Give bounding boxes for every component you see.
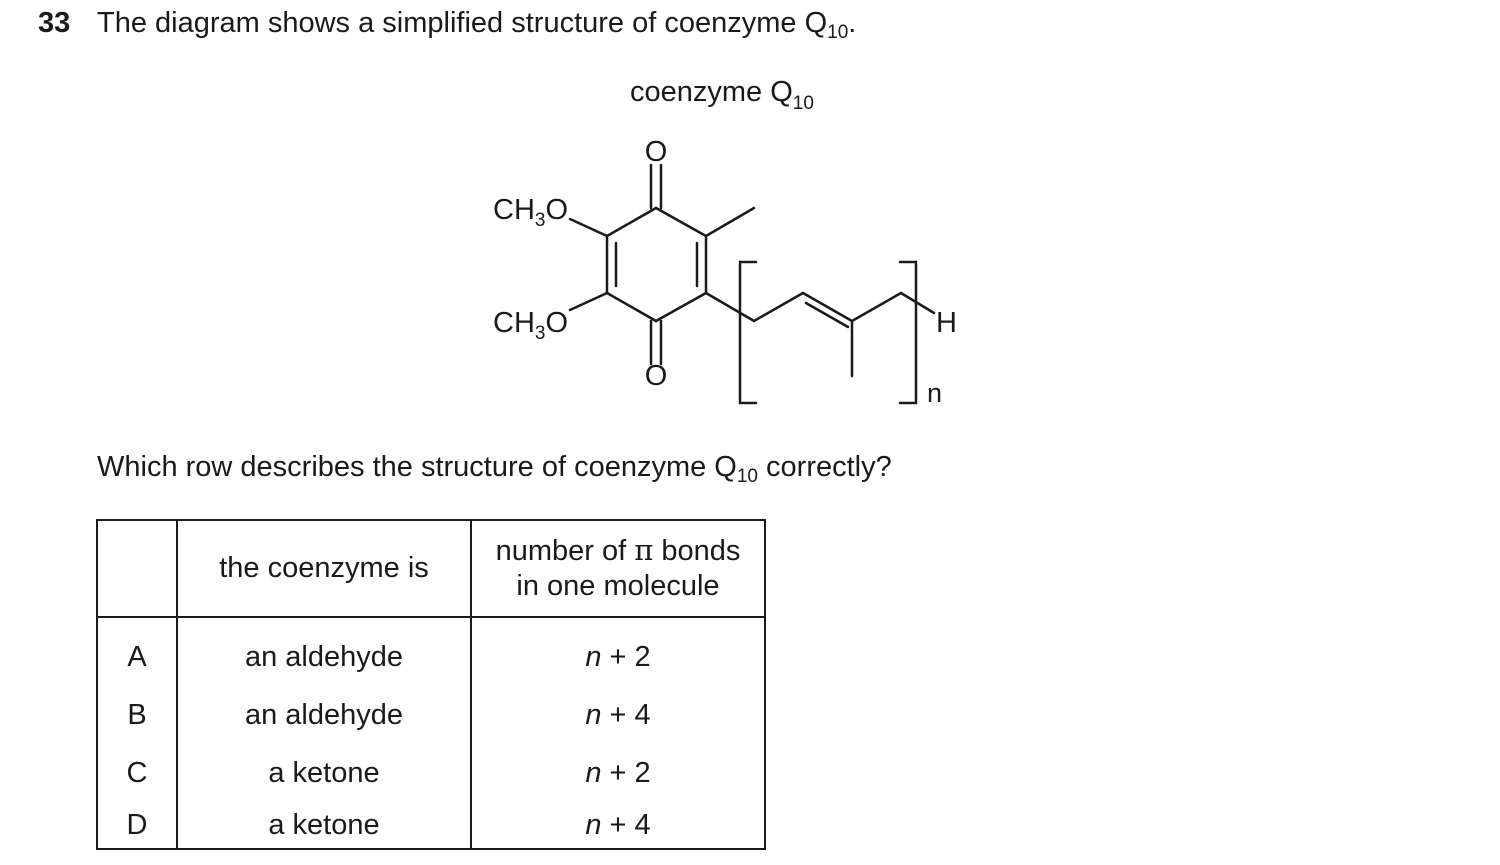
option-pi-bonds: n + 4	[470, 802, 766, 850]
option-letter[interactable]: C	[96, 744, 178, 802]
oxygen-label-bottom: O	[645, 360, 668, 392]
methoxy-bond-top	[568, 217, 609, 238]
table-row[interactable]: B an aldehyde n + 4	[96, 686, 766, 744]
question-stem: The diagram shows a simplified structure…	[97, 6, 857, 43]
stem-text: The diagram shows a simplified structure…	[97, 7, 828, 39]
option-letter[interactable]: D	[96, 802, 178, 850]
methoxy-top-subscript: 3	[535, 210, 546, 231]
repeat-bracket-right	[898, 260, 918, 405]
methoxy-bond-bottom	[568, 291, 609, 312]
methyl-bond	[704, 206, 756, 238]
option-pi-bonds: n + 4	[470, 686, 766, 744]
methoxy-label-top: CH3O	[493, 194, 568, 231]
prompt-end: correctly?	[758, 451, 892, 483]
table-row[interactable]: D a ketone n + 4	[96, 802, 766, 850]
side-chain-double-bond	[804, 301, 850, 329]
option-coenzyme-type: a ketone	[176, 744, 472, 802]
pi-symbol: π	[634, 533, 654, 567]
option-letter[interactable]: B	[96, 686, 178, 744]
repeat-bracket-left	[738, 260, 758, 405]
table-row[interactable]: A an aldehyde n + 2	[96, 617, 766, 686]
diagram-title-subscript: 10	[793, 93, 814, 114]
ring-bond	[605, 291, 658, 323]
header-blank	[96, 519, 178, 618]
prompt-text: Which row describes the structure of coe…	[97, 451, 737, 483]
side-chain-bond	[899, 291, 936, 315]
option-pi-bonds: n + 2	[470, 617, 766, 686]
side-chain-bond	[850, 291, 903, 323]
table-row[interactable]: C a ketone n + 2	[96, 744, 766, 802]
option-coenzyme-type: a ketone	[176, 802, 472, 850]
side-chain-bond	[801, 291, 854, 323]
repeat-subscript-label: n	[927, 378, 942, 408]
ring-bond	[605, 206, 658, 238]
question-number: 33	[38, 7, 71, 39]
coenzyme-q10-structure-diagram: coenzyme Q10 O O CH3O	[493, 76, 957, 408]
ring-bond	[654, 291, 708, 323]
side-chain-bond	[704, 291, 756, 323]
header-coenzyme-type: the coenzyme is	[176, 519, 472, 618]
option-letter[interactable]: A	[96, 617, 178, 686]
prompt-subscript: 10	[736, 466, 758, 487]
terminal-hydrogen-label: H	[936, 307, 957, 339]
methoxy-label-bottom: CH3O	[493, 307, 568, 344]
option-coenzyme-type: an aldehyde	[176, 686, 472, 744]
option-pi-bonds: n + 2	[470, 744, 766, 802]
side-chain-bond	[752, 291, 805, 323]
oxygen-label-top: O	[645, 136, 668, 168]
methoxy-bottom-subscript: 3	[535, 323, 546, 344]
stem-end: .	[848, 7, 857, 39]
ring-bond	[654, 206, 708, 238]
diagram-title: coenzyme Q10	[630, 76, 814, 114]
molecule-bonds	[568, 163, 936, 405]
stem-subscript: 10	[827, 22, 849, 43]
option-coenzyme-type: an aldehyde	[176, 617, 472, 686]
question-prompt: Which row describes the structure of coe…	[97, 450, 892, 487]
